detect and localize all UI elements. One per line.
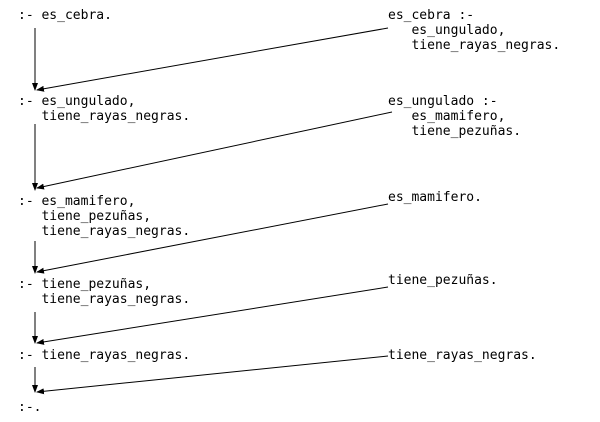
clause-1-line-3: tiene_rayas_negras. xyxy=(388,38,561,53)
clause-arrow-2 xyxy=(36,111,393,190)
program-clause-4: tiene_pezuñas. xyxy=(388,273,498,288)
goal-2-line-1: :- es_ungulado, xyxy=(18,94,136,109)
clause-arrow-4 xyxy=(36,286,389,345)
goal-6-line-1: :-. xyxy=(18,400,42,415)
goal-step-3: :- es_mamifero, tiene_pezuñas, tiene_ray… xyxy=(18,194,190,239)
goal-2-line-2: tiene_rayas_negras. xyxy=(18,109,191,124)
program-clause-1: es_cebra :- es_ungulado, tiene_rayas_neg… xyxy=(388,8,560,53)
goal-1-line-1: :- es_cebra. xyxy=(18,8,112,23)
clause-2-line-1: es_ungulado :- xyxy=(388,94,498,109)
goal-step-5: :- tiene_rayas_negras. xyxy=(18,348,190,363)
goal-5-line-1: :- tiene_rayas_negras. xyxy=(18,348,191,363)
goal-step-1: :- es_cebra. xyxy=(18,8,112,23)
goal-step-4: :- tiene_pezuñas, tiene_rayas_negras. xyxy=(18,277,190,307)
clause-arrow-3 xyxy=(36,203,389,274)
goal-4-line-2: tiene_rayas_negras. xyxy=(18,292,191,307)
clause-arrow-5 xyxy=(36,355,389,395)
clause-2-line-2: es_mamifero, xyxy=(388,109,506,124)
clause-1-line-1: es_cebra :- xyxy=(388,8,475,23)
clause-4-line-1: tiene_pezuñas. xyxy=(388,273,498,288)
clause-2-line-3: tiene_pezuñas. xyxy=(388,124,522,139)
goal-3-line-1: :- es_mamifero, xyxy=(18,194,136,209)
goal-4-line-1: :- tiene_pezuñas, xyxy=(18,277,152,292)
goal-3-line-3: tiene_rayas_negras. xyxy=(18,224,191,239)
program-clause-2: es_ungulado :- es_mamifero, tiene_pezuña… xyxy=(388,94,521,139)
clause-arrow-1 xyxy=(36,27,389,92)
goal-3-line-2: tiene_pezuñas, xyxy=(18,209,152,224)
clause-5-line-1: tiene_rayas_negras. xyxy=(388,348,537,363)
goal-step-6: :-. xyxy=(18,400,41,415)
program-clause-5: tiene_rayas_negras. xyxy=(388,348,537,363)
program-clause-3: es_mamifero. xyxy=(388,190,482,205)
goal-step-2: :- es_ungulado, tiene_rayas_negras. xyxy=(18,94,190,124)
clause-1-line-2: es_ungulado, xyxy=(388,23,506,38)
clause-3-line-1: es_mamifero. xyxy=(388,190,482,205)
